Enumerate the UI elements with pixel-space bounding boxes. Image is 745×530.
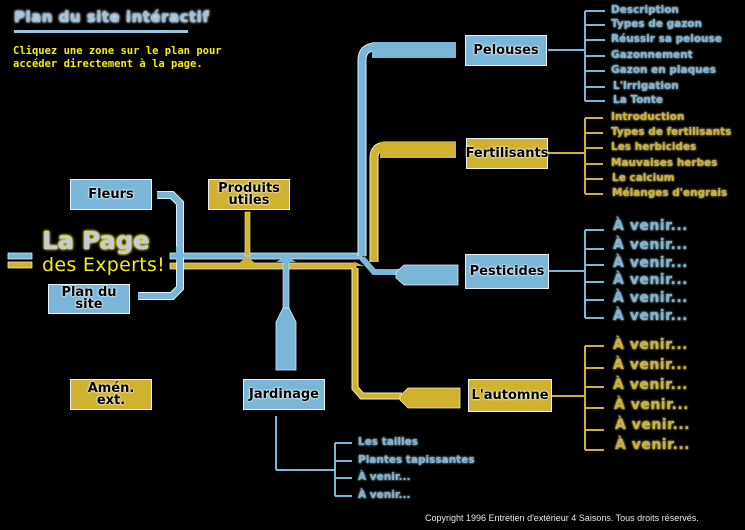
logo-la-page[interactable]: La Page bbox=[42, 226, 150, 255]
node-fertilisants[interactable]: Fertilisants bbox=[466, 138, 548, 169]
node-amen-ext-line1: Amén. bbox=[87, 380, 135, 396]
link-pesticides-a-venir-4[interactable]: À venir... bbox=[613, 272, 688, 288]
logo-des-experts[interactable]: des Experts! bbox=[42, 254, 166, 276]
link-introduction[interactable]: Introduction bbox=[611, 111, 685, 123]
node-automne[interactable]: L'automne bbox=[468, 379, 552, 412]
link-automne-a-venir-3[interactable]: À venir... bbox=[613, 377, 688, 393]
link-types-de-gazon[interactable]: Types de gazon bbox=[611, 18, 702, 30]
link-pesticides-a-venir-6[interactable]: À venir... bbox=[613, 308, 688, 324]
link-la-tonte[interactable]: La Tonte bbox=[613, 94, 664, 106]
instructions-line-1: Cliquez une zone sur le plan pour bbox=[13, 45, 222, 57]
link-gazon-en-plaques[interactable]: Gazon en plaques bbox=[611, 64, 716, 76]
node-pelouses-label: Pelouses bbox=[473, 42, 539, 58]
link-les-tailles[interactable]: Les tailles bbox=[358, 436, 418, 448]
link-pesticides-a-venir-3[interactable]: À venir... bbox=[613, 255, 688, 271]
node-jardinage-label: Jardinage bbox=[249, 386, 319, 402]
fertilisants-bracket bbox=[548, 117, 603, 195]
node-fertilisants-label: Fertilisants bbox=[465, 145, 549, 161]
node-plan-du-site[interactable]: Plan du site bbox=[48, 284, 130, 314]
link-jardinage-a-venir-1[interactable]: À venir... bbox=[358, 471, 411, 483]
link-automne-a-venir-1[interactable]: À venir... bbox=[613, 337, 688, 353]
link-automne-a-venir-4[interactable]: À venir... bbox=[614, 397, 689, 413]
page-title: Plan du site intéractif bbox=[14, 8, 210, 26]
instructions-line-2: accéder directement à la page. bbox=[13, 58, 203, 70]
link-melanges-engrais[interactable]: Mélanges d'engrais bbox=[612, 187, 728, 199]
link-pesticides-a-venir-5[interactable]: À venir... bbox=[613, 290, 688, 306]
link-reussir-sa-pelouse[interactable]: Réussir sa pelouse bbox=[611, 33, 722, 45]
pesticides-bracket bbox=[548, 229, 604, 319]
jardinage-bracket bbox=[275, 416, 352, 497]
link-automne-a-venir-6[interactable]: À venir... bbox=[615, 437, 690, 453]
node-produits-utiles-line1: Produits bbox=[218, 180, 280, 196]
instructions: Cliquez une zone sur le plan pour accéde… bbox=[13, 45, 222, 71]
title-underline bbox=[14, 30, 188, 33]
link-automne-a-venir-2[interactable]: À venir... bbox=[613, 357, 688, 373]
link-mauvaises-herbes[interactable]: Mauvaises herbes bbox=[611, 157, 718, 169]
link-irrigation[interactable]: L'Irrigation bbox=[613, 80, 679, 92]
copyright: Copyright 1996 Entretien d'extérieur 4 S… bbox=[425, 513, 699, 523]
node-plan-du-site-label: Plan du site bbox=[61, 285, 117, 312]
pesticides-connector bbox=[359, 256, 400, 275]
node-pesticides-label: Pesticides bbox=[469, 263, 545, 279]
link-types-de-fertilisants[interactable]: Types de fertilisants bbox=[611, 126, 732, 138]
node-amen-ext[interactable]: Amén. ext. bbox=[70, 379, 152, 410]
node-pesticides[interactable]: Pesticides bbox=[465, 254, 549, 289]
node-pelouses[interactable]: Pelouses bbox=[465, 35, 547, 66]
link-description[interactable]: Description bbox=[611, 4, 679, 16]
link-gazonnement[interactable]: Gazonnement bbox=[611, 49, 693, 61]
node-automne-label: L'automne bbox=[471, 387, 549, 403]
node-fleurs[interactable]: Fleurs bbox=[70, 179, 152, 210]
link-pesticides-a-venir-1[interactable]: À venir... bbox=[613, 218, 688, 234]
link-le-calcium[interactable]: Le calcium bbox=[612, 172, 675, 184]
node-amen-ext-line2: ext. bbox=[96, 392, 126, 408]
node-produits-utiles-line2: utiles bbox=[228, 192, 270, 208]
automne-bracket bbox=[548, 345, 604, 451]
link-pesticides-a-venir-2[interactable]: À venir... bbox=[613, 237, 688, 253]
node-produits-utiles[interactable]: Produits utiles bbox=[208, 179, 290, 210]
link-les-herbicides[interactable]: Les herbicides bbox=[611, 141, 697, 153]
link-plantes-tapissantes[interactable]: Plantes tapissantes bbox=[358, 454, 475, 466]
node-fleurs-label: Fleurs bbox=[88, 186, 134, 202]
automne-connector bbox=[351, 268, 402, 400]
node-jardinage[interactable]: Jardinage bbox=[243, 379, 325, 410]
link-automne-a-venir-5[interactable]: À venir... bbox=[615, 417, 690, 433]
pelouses-bracket bbox=[548, 10, 605, 102]
fertilisants-connector bbox=[369, 141, 456, 262]
link-jardinage-a-venir-2[interactable]: À venir... bbox=[358, 489, 411, 501]
